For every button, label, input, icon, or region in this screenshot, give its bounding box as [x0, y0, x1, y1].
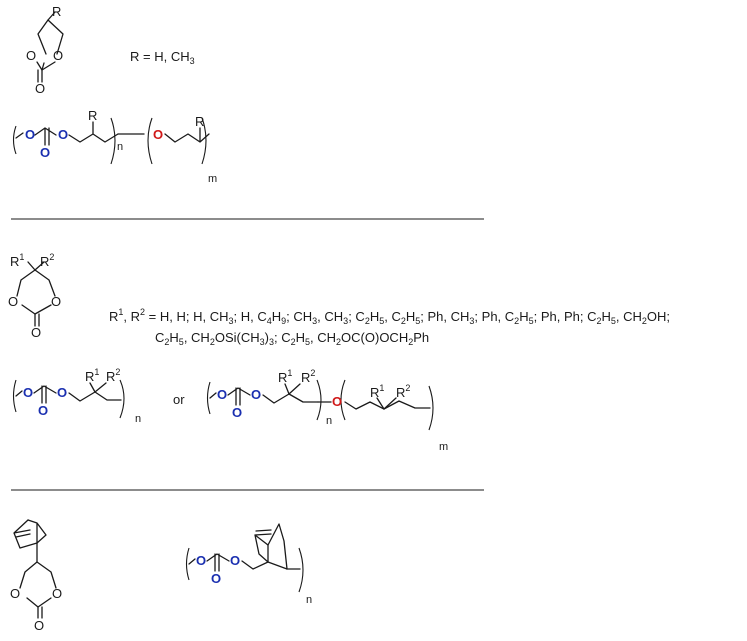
carbonate-oxygen-1: O	[196, 553, 206, 568]
substituent-r1: R1	[85, 367, 99, 384]
ring-oxygen-right: O	[52, 586, 62, 601]
carbonate-oxygen-1: O	[217, 387, 227, 402]
repeat-index-n: n	[135, 413, 141, 425]
ethylene-carbonate-monomer: R O O O	[26, 4, 64, 96]
norbornene-polycarbonate: O O O n	[185, 523, 312, 606]
polycarbonate-ether-copolymer: O O O R1 R2 n O R1 R2 m	[206, 368, 448, 453]
carbonyl-oxygen: O	[40, 145, 50, 160]
substituent-r: R	[52, 4, 61, 19]
repeat-index-m: m	[439, 441, 448, 453]
carbonyl-oxygen: O	[211, 571, 221, 586]
carbonate-oxygen-2: O	[57, 385, 67, 400]
carbonyl-oxygen: O	[232, 405, 242, 420]
r-definition-2-line2: C2H5, CH2OSi(CH3)3; C2H5, CH2OC(O)OCH2Ph	[155, 330, 429, 347]
or-label: or	[173, 392, 185, 407]
repeat-index-n: n	[306, 594, 312, 606]
norbornene-spiro-carbonate-monomer: O O O	[10, 519, 62, 633]
substituent-r: R	[88, 108, 97, 123]
carbonyl-oxygen: O	[38, 403, 48, 418]
substituent-r1: R1	[278, 368, 292, 385]
substituent-r1: R1	[370, 383, 384, 400]
substituent-r: R	[195, 114, 204, 129]
carbonyl-oxygen: O	[35, 81, 45, 96]
carbonate-oxygen-2: O	[251, 387, 261, 402]
substituent-r2: R2	[396, 383, 410, 400]
ring-oxygen-left: O	[8, 294, 18, 309]
polymer-1: O O O R n O R m	[12, 108, 217, 185]
ether-oxygen: O	[153, 127, 163, 142]
repeat-index-m: m	[208, 173, 217, 185]
carbonate-oxygen-1: O	[23, 385, 33, 400]
ring-oxygen-right: O	[53, 48, 63, 63]
r-definition-2-line1: R1, R2 = H, H; H, CH3; H, C4H9; CH3, CH3…	[109, 307, 670, 326]
carbonate-oxygen-1: O	[25, 127, 35, 142]
ring-oxygen-right: O	[51, 294, 61, 309]
carbonate-oxygen-2: O	[230, 553, 240, 568]
carbonyl-oxygen: O	[34, 618, 44, 633]
polycarbonate-homopolymer: O O O R1 R2 n	[12, 367, 141, 425]
substituent-r2: R2	[106, 367, 120, 384]
substituent-r2: R2	[40, 252, 54, 269]
repeat-index-n: n	[117, 141, 123, 153]
carbonyl-oxygen: O	[31, 325, 41, 340]
r-definition-1: R = H, CH3	[130, 49, 195, 66]
substituent-r2: R2	[301, 368, 315, 385]
ring-oxygen-left: O	[26, 48, 36, 63]
substituent-r1: R1	[10, 252, 24, 269]
trimethylene-carbonate-monomer: R1 R2 O O O	[8, 252, 61, 340]
ring-oxygen-left: O	[10, 586, 20, 601]
ether-oxygen: O	[332, 394, 342, 409]
repeat-index-n: n	[326, 415, 332, 427]
carbonate-oxygen-2: O	[58, 127, 68, 142]
